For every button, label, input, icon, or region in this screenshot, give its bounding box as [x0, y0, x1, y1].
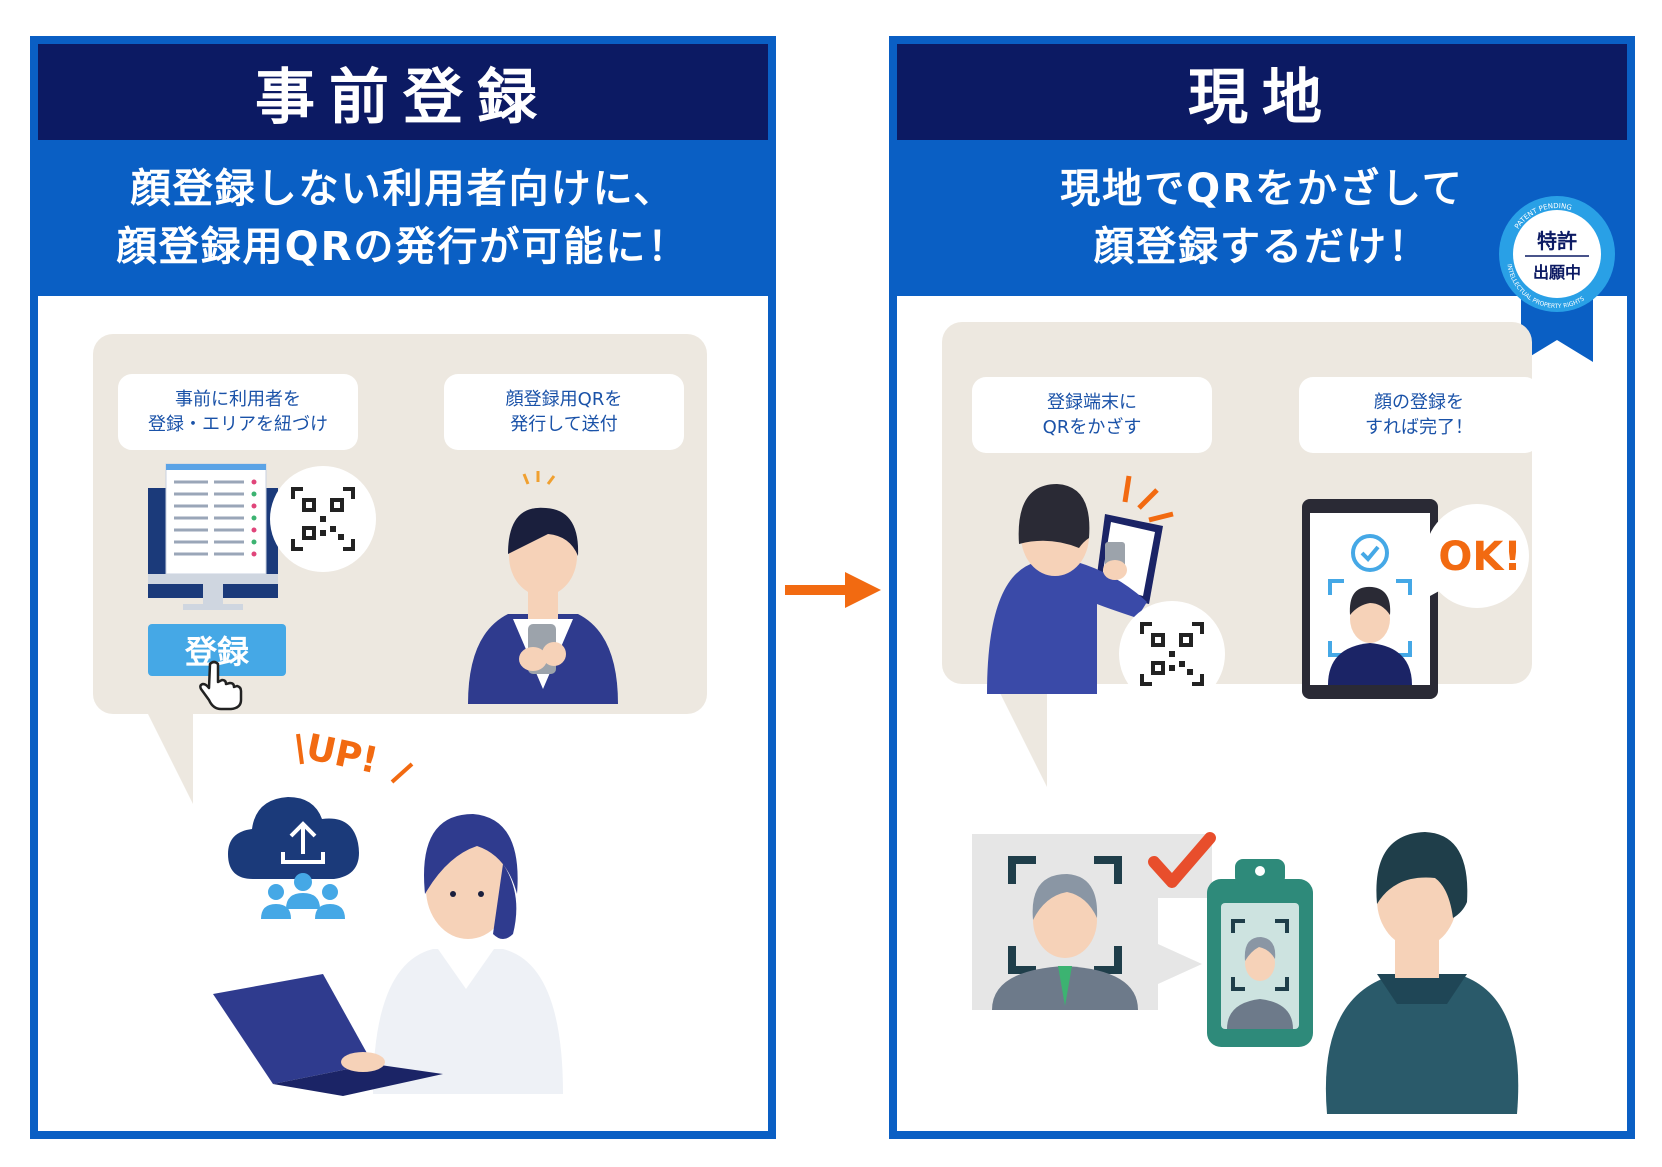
badge-line-1: 特許	[1537, 229, 1577, 253]
step-label-register-face: 顔の登録を すれば完了！	[1299, 377, 1539, 453]
pre-registration-panel: 事前登録 顔登録しない利用者向けに、 顔登録用QRの発行が可能に！ 事前に利用者…	[30, 36, 776, 1139]
subtitle-line-2: 顔登録するだけ！	[1094, 224, 1430, 270]
panel-title: 事前登録	[38, 44, 768, 140]
qr-code-icon	[270, 466, 376, 572]
panel-title: 現地	[897, 44, 1627, 140]
panel-subtitle: 顔登録しない利用者向けに、 顔登録用QRの発行が可能に！	[38, 140, 768, 296]
step-label-register: 事前に利用者を 登録・エリアを紐づけ	[118, 374, 358, 450]
qr-code-icon	[1119, 601, 1225, 707]
up-emphasis-lines	[296, 733, 414, 784]
step-label-issue-qr: 顔登録用QRを 発行して送付	[444, 374, 684, 450]
subtitle-line-1: 現地でQRをかざして	[1060, 166, 1464, 212]
person-scanning-qr-illustration	[987, 475, 1174, 694]
man-facing-kiosk-illustration	[1325, 832, 1519, 1114]
cloud-upload-icon	[228, 797, 359, 919]
face-recognition-kiosk-illustration	[1207, 859, 1313, 1047]
patent-pending-badge: 特許 出願中 PATENT PENDING INTELLECTUAL PROPE…	[1499, 196, 1615, 362]
register-button[interactable]: 登録	[148, 624, 286, 676]
subtitle-line-2: 顔登録用QRの発行が可能に！	[116, 224, 690, 270]
woman-at-laptop-illustration	[213, 814, 563, 1096]
tablet-face-registered-illustration	[1302, 499, 1438, 699]
person-with-phone-illustration	[468, 471, 618, 704]
hand-cursor-icon	[199, 660, 243, 711]
step-label-scan-qr: 登録端末に QRをかざす	[972, 377, 1212, 453]
ok-label: OK!	[1438, 534, 1522, 580]
on-site-panel: 現地 現地でQRをかざして 顔登録するだけ！ 特許 出願中 PATENT PEN…	[889, 36, 1635, 1139]
ok-speech-bubble	[1419, 504, 1529, 608]
subtitle-line-1: 顔登録しない利用者向けに、	[130, 166, 676, 212]
face-scan-frame-illustration	[972, 832, 1216, 1010]
flow-arrow-icon	[785, 572, 881, 608]
badge-line-2: 出願中	[1533, 263, 1581, 282]
monitor-list-illustration	[148, 463, 278, 610]
